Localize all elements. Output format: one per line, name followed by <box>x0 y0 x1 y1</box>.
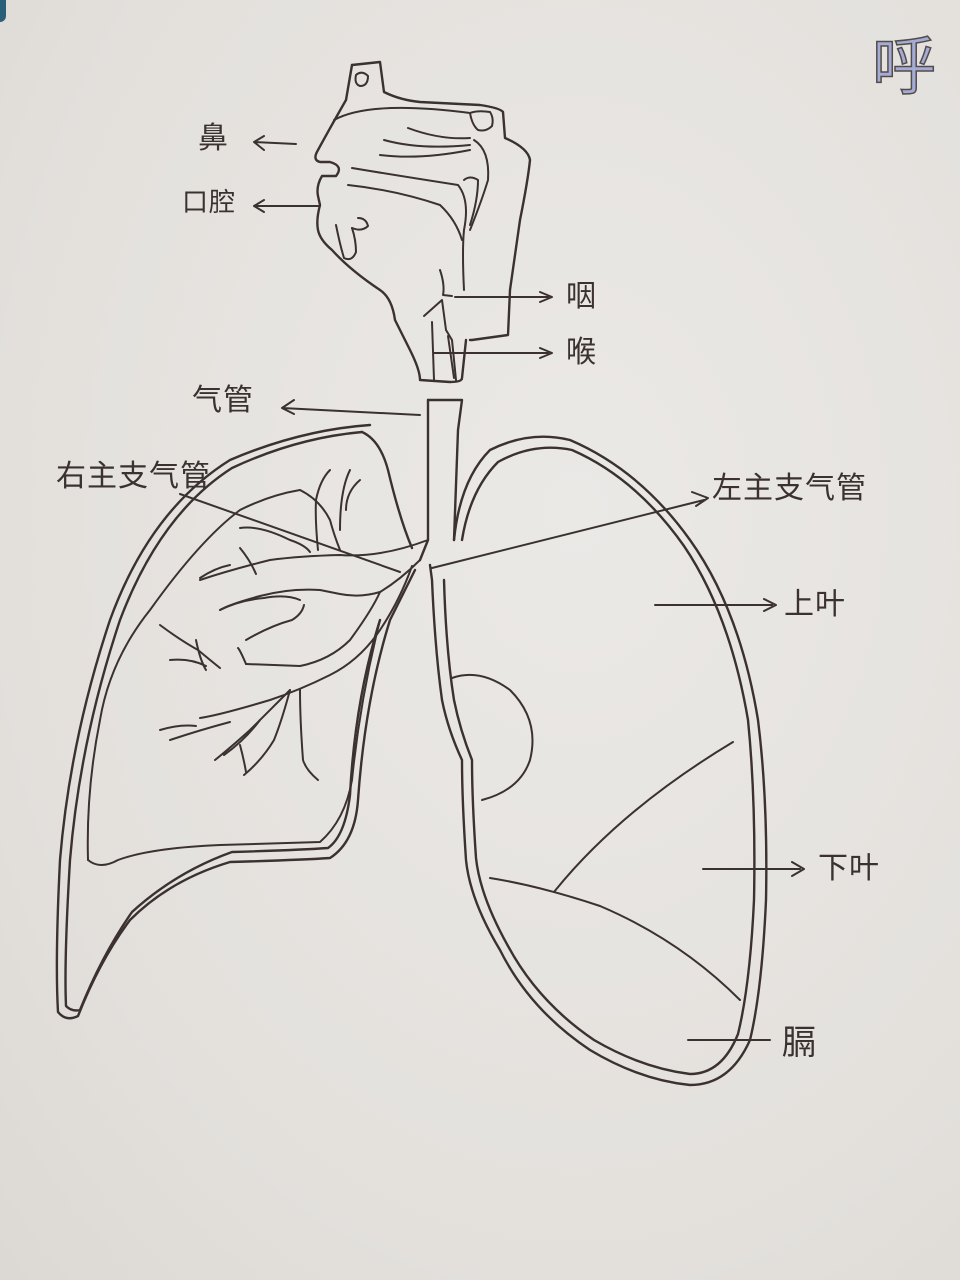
label-upper-lobe: 上叶 <box>784 587 846 622</box>
label-right-main-bronchus: 右主支气管 <box>56 459 211 494</box>
head-pointers <box>253 135 553 416</box>
label-left-main-bronchus: 左主支气管 <box>712 471 867 506</box>
label-nose: 鼻 <box>198 121 229 156</box>
lung-pointers <box>179 491 805 1041</box>
label-diaphragm: 膈 <box>782 1023 817 1063</box>
label-oral-cavity: 口腔 <box>182 188 237 218</box>
head-section <box>314 60 532 384</box>
label-larynx: 喉 <box>566 335 597 370</box>
label-lower-lobe: 下叶 <box>818 851 880 886</box>
left-lung <box>428 435 768 1087</box>
label-pharynx: 咽 <box>566 279 597 314</box>
bronchial-tree <box>159 469 429 781</box>
trachea <box>418 398 464 562</box>
title-fragment: 呼 <box>871 31 937 105</box>
right-lung <box>55 423 417 1020</box>
desk-corner <box>0 0 6 22</box>
label-trachea: 气管 <box>192 383 254 418</box>
